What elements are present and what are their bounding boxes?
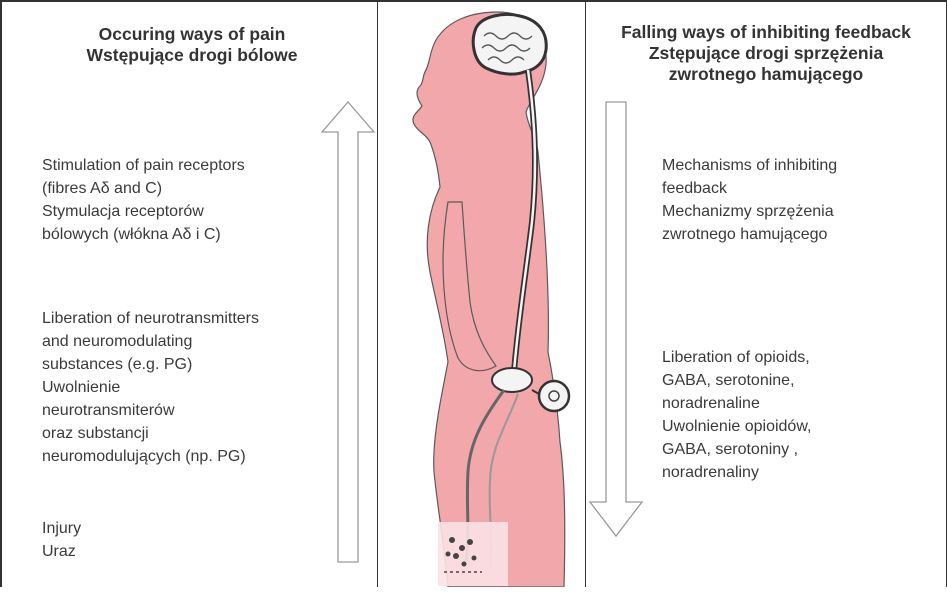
- text-line: Uraz: [42, 540, 81, 563]
- inhibiting-feedback-text: Mechanisms of inhibiting feedback Mechan…: [662, 154, 837, 246]
- text-line: Injury: [42, 517, 81, 540]
- descending-heading-pl-2: zwrotnego hamującego: [586, 64, 946, 85]
- text-line: feedback: [662, 177, 837, 200]
- text-line: GABA, serotonine,: [662, 369, 811, 392]
- body-figure: [378, 2, 585, 587]
- descending-heading-en: Falling ways of inhibiting feedback: [586, 22, 946, 43]
- text-line: (fibres Aδ and C): [42, 177, 245, 200]
- text-line: and neuromodulating: [42, 330, 259, 353]
- brain-icon: [473, 15, 546, 75]
- text-line: Uwolnienie: [42, 376, 259, 399]
- text-line: noradrenaline: [662, 392, 811, 415]
- descending-pathways-column: Falling ways of inhibiting feedback Zstę…: [586, 2, 946, 587]
- text-line: bólowych (włókna Aδ i C): [42, 223, 245, 246]
- injury-text: Injury Uraz: [42, 517, 81, 563]
- text-line: Uwolnienie opioidów,: [662, 415, 811, 438]
- text-line: zwrotnego hamującego: [662, 223, 837, 246]
- pain-receptors-text: Stimulation of pain receptors (fibres Aδ…: [42, 154, 245, 246]
- text-line: substances (e.g. PG): [42, 353, 259, 376]
- text-line: Liberation of neurotransmitters: [42, 307, 259, 330]
- neurotransmitters-text: Liberation of neurotransmitters and neur…: [42, 307, 259, 468]
- text-line: noradrenaliny: [662, 461, 811, 484]
- ascending-heading: Occuring ways of pain Wstępujące drogi b…: [12, 24, 372, 66]
- up-arrow-icon: [320, 100, 376, 570]
- ascending-heading-en: Occuring ways of pain: [12, 24, 372, 45]
- text-line: neurotransmiterów: [42, 399, 259, 422]
- text-line: Stymulacja receptorów: [42, 200, 245, 223]
- text-line: GABA, serotoniny ,: [662, 438, 811, 461]
- descending-heading-pl-1: Zstępujące drogi sprzężenia: [586, 43, 946, 64]
- text-line: neuromodulujących (np. PG): [42, 445, 259, 468]
- text-line: Mechanizmy sprzężenia: [662, 200, 837, 223]
- text-line: Stimulation of pain receptors: [42, 154, 245, 177]
- down-arrow-icon: [588, 100, 644, 540]
- opioids-text: Liberation of opioids, GABA, serotonine,…: [662, 346, 811, 484]
- descending-heading: Falling ways of inhibiting feedback Zstę…: [586, 22, 946, 85]
- text-line: oraz substancji: [42, 422, 259, 445]
- text-line: Liberation of opioids,: [662, 346, 811, 369]
- injury-site-icon: [438, 522, 508, 586]
- human-body-illustration: [377, 2, 586, 587]
- ascending-heading-pl: Wstępujące drogi bólowe: [12, 45, 372, 66]
- text-line: Mechanisms of inhibiting: [662, 154, 837, 177]
- ascending-pathways-column: Occuring ways of pain Wstępujące drogi b…: [2, 2, 377, 587]
